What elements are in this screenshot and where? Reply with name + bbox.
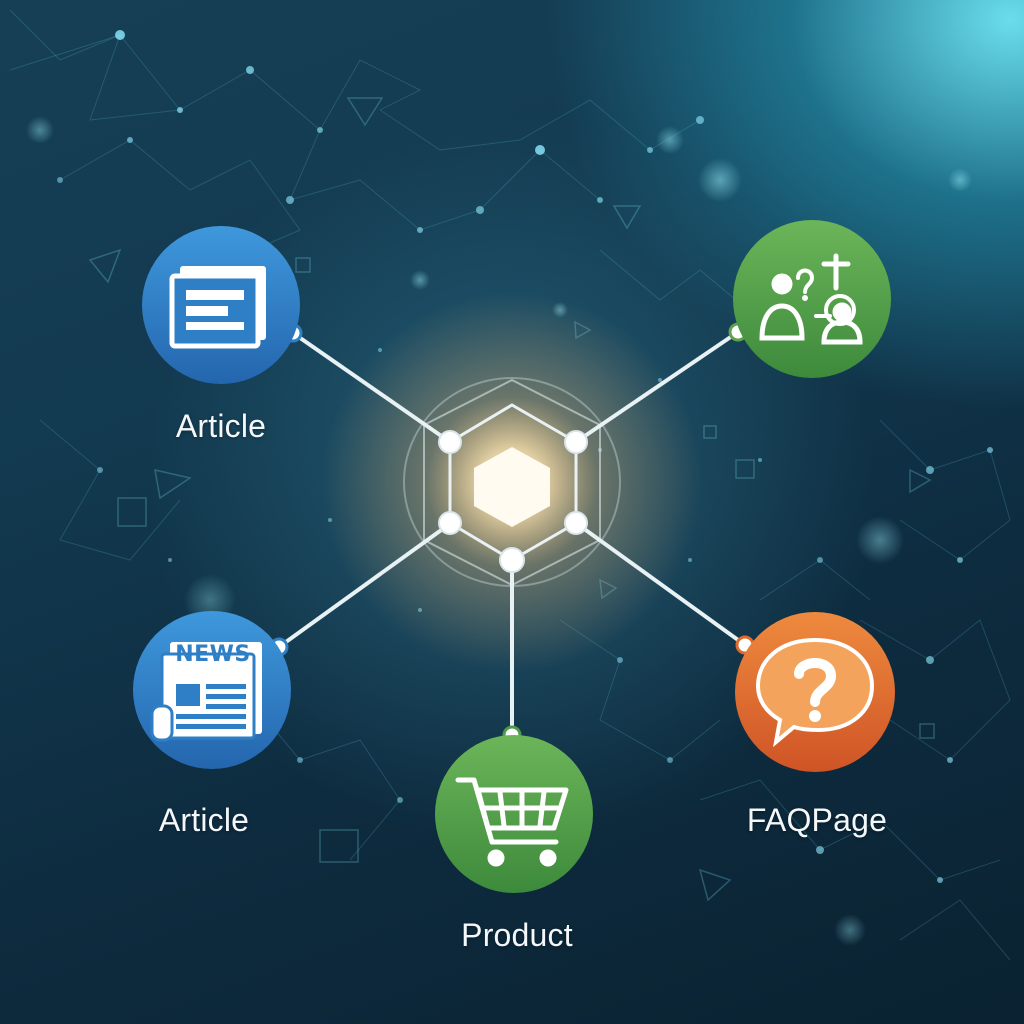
connector-lines [277, 330, 747, 737]
connector-article-2 [277, 521, 453, 649]
node-article-2-label: Article [158, 802, 250, 838]
connector-faq [574, 521, 747, 647]
node-product-label: Product [461, 917, 573, 953]
connector-qa [574, 330, 740, 444]
hexagon-hub-icon [474, 447, 550, 527]
node-faq-label: FAQPage [746, 802, 888, 838]
hub-vertices [438, 430, 588, 573]
background-shapes [88, 97, 935, 902]
newspaper-icon-text: NEWS [175, 642, 251, 667]
node-article-1-label: Article [175, 408, 267, 444]
connector-article-1 [291, 331, 452, 444]
network-lines [9, 9, 1011, 961]
